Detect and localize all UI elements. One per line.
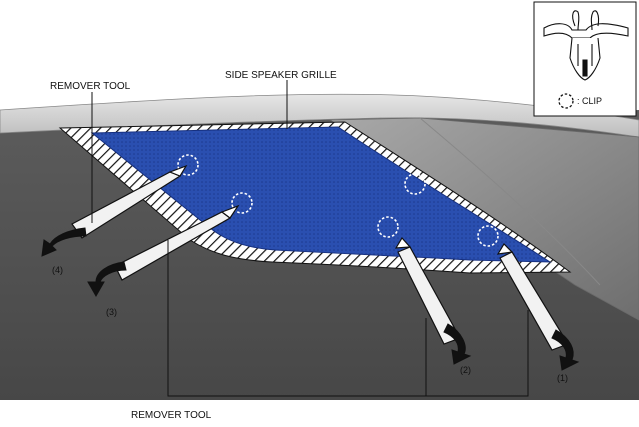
clip-marker — [404, 173, 426, 195]
arrow-3 — [87, 261, 127, 298]
arrow-1 — [551, 329, 580, 371]
legend-inset: : CLIP — [533, 1, 637, 117]
step-label-2: (2) — [460, 365, 471, 375]
legend-clip-symbol — [558, 93, 574, 109]
clip-marker — [231, 192, 253, 214]
legend-clip-label: : CLIP — [577, 96, 602, 106]
leader-remover-bottom — [167, 240, 426, 397]
motion-arrows — [41, 227, 580, 371]
label-speaker-grille: SIDE SPEAKER GRILLE — [225, 70, 337, 81]
label-remover-tool-top: REMOVER TOOL — [50, 81, 131, 92]
step-label-4: (4) — [52, 265, 63, 275]
clip-icon — [543, 10, 629, 81]
speaker-grille — [90, 126, 552, 263]
clip-marker — [177, 154, 199, 176]
clip-marker — [477, 225, 499, 247]
step-label-3: (3) — [106, 307, 117, 317]
leader-remover-bottom-2 — [425, 310, 529, 397]
remover-tool-3 — [114, 204, 240, 281]
leader-lines — [91, 80, 529, 397]
label-remover-tool-bottom: REMOVER TOOL — [131, 410, 212, 421]
clip-marker — [377, 216, 399, 238]
clip-markers — [177, 154, 499, 247]
arrow-4 — [41, 227, 87, 257]
step-label-1: (1) — [557, 373, 568, 383]
pillar-edge — [419, 117, 601, 286]
arrow-2 — [443, 323, 472, 365]
